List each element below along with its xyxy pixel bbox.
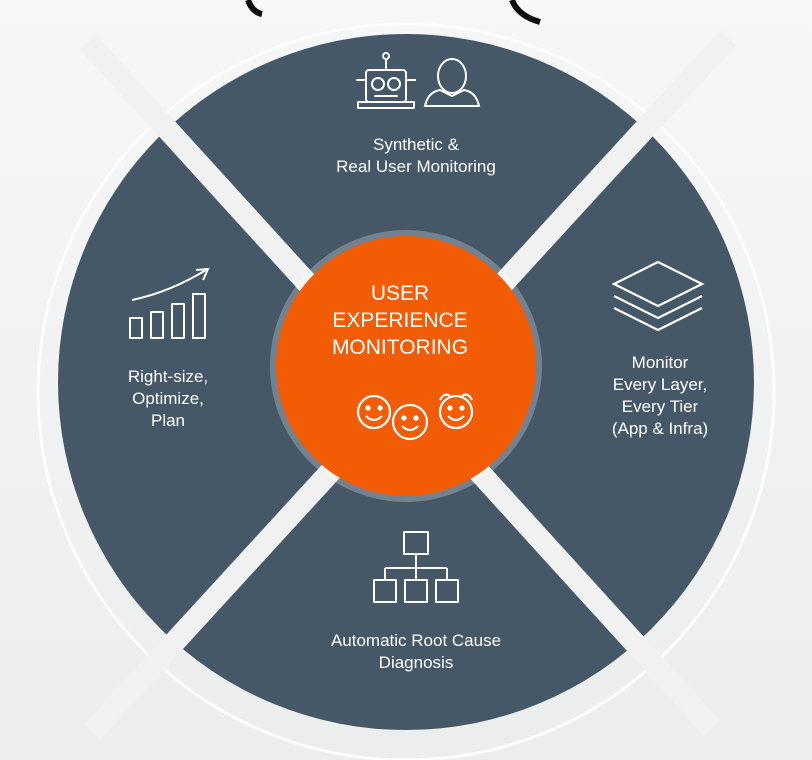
segment-left-line3: Plan xyxy=(150,411,186,430)
center-title-line1: USER xyxy=(370,282,430,305)
user-icon xyxy=(423,58,481,107)
growth-chart-icon xyxy=(129,267,210,339)
segment-left-line2: Optimize, xyxy=(132,389,204,408)
layers-icon xyxy=(611,260,705,332)
cropped-title-fragment xyxy=(245,0,263,17)
segment-right-line4: (App & Infra) xyxy=(611,419,709,438)
cropped-title-fragment xyxy=(509,0,541,25)
segment-bottom-line2: Diagnosis xyxy=(378,653,454,672)
center-title-line2: EXPERIENCE xyxy=(332,309,468,332)
outer-ring xyxy=(36,22,776,760)
segment-left-label: Right-size, Optimize, Plan xyxy=(100,366,236,432)
segment-bottom-line1: Automatic Root Cause xyxy=(330,631,502,650)
segment-right-label: Monitor Every Layer, Every Tier (App & I… xyxy=(590,352,730,440)
hierarchy-icon xyxy=(373,531,459,603)
center-title: USER EXPERIENCE MONITORING xyxy=(280,280,520,361)
center-circle xyxy=(276,236,536,496)
segment-top-line1: Synthetic & xyxy=(373,135,459,154)
segment-bottom-label: Automatic Root Cause Diagnosis xyxy=(296,630,536,674)
robot-icon xyxy=(356,52,416,109)
segment-right-line1: Monitor xyxy=(631,353,689,372)
segment-left-line1: Right-size, xyxy=(127,367,209,386)
segment-top-label: Synthetic & Real User Monitoring xyxy=(306,134,526,178)
segment-top-line2: Real User Monitoring xyxy=(336,157,496,176)
segment-right-line2: Every Layer, xyxy=(612,375,708,394)
smiley-faces-icon xyxy=(356,393,474,441)
segment-right-line3: Every Tier xyxy=(621,397,699,416)
center-title-line3: MONITORING xyxy=(331,336,469,359)
